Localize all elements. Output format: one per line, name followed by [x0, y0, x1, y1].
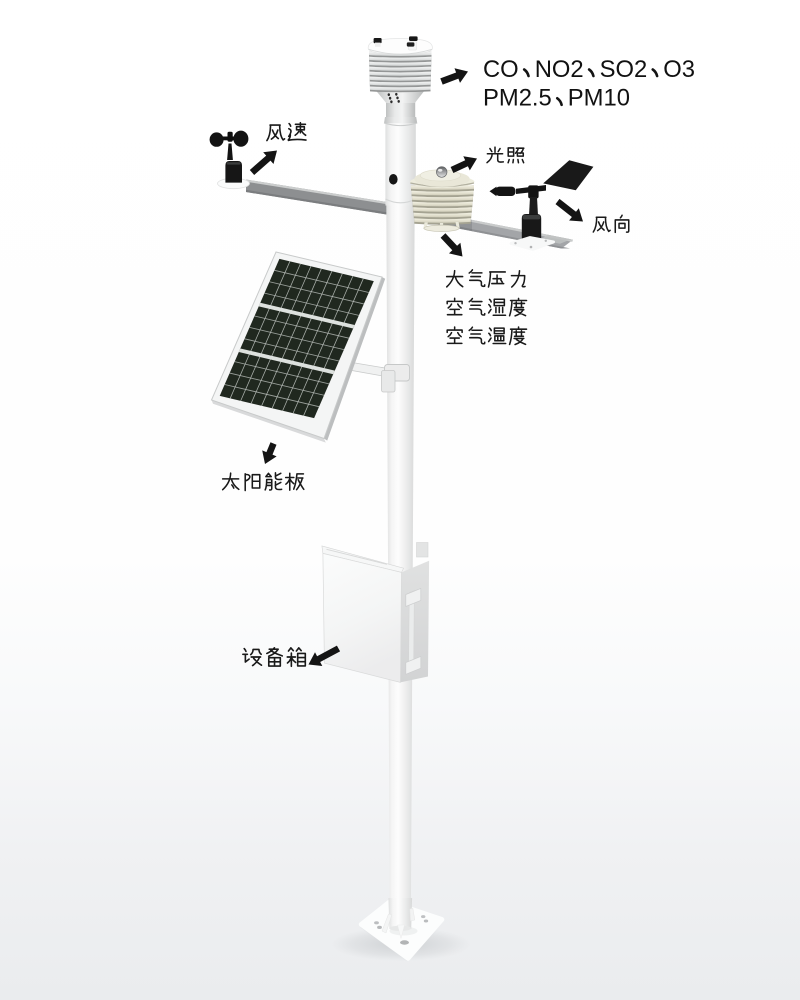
svg-text:CO: CO: [483, 56, 519, 83]
svg-text:NO2: NO2: [535, 56, 584, 83]
svg-text:SO2: SO2: [600, 56, 648, 83]
svg-text:O3: O3: [663, 56, 695, 83]
svg-text:PM2.5: PM2.5: [483, 85, 552, 112]
svg-text:PM10: PM10: [568, 85, 630, 112]
